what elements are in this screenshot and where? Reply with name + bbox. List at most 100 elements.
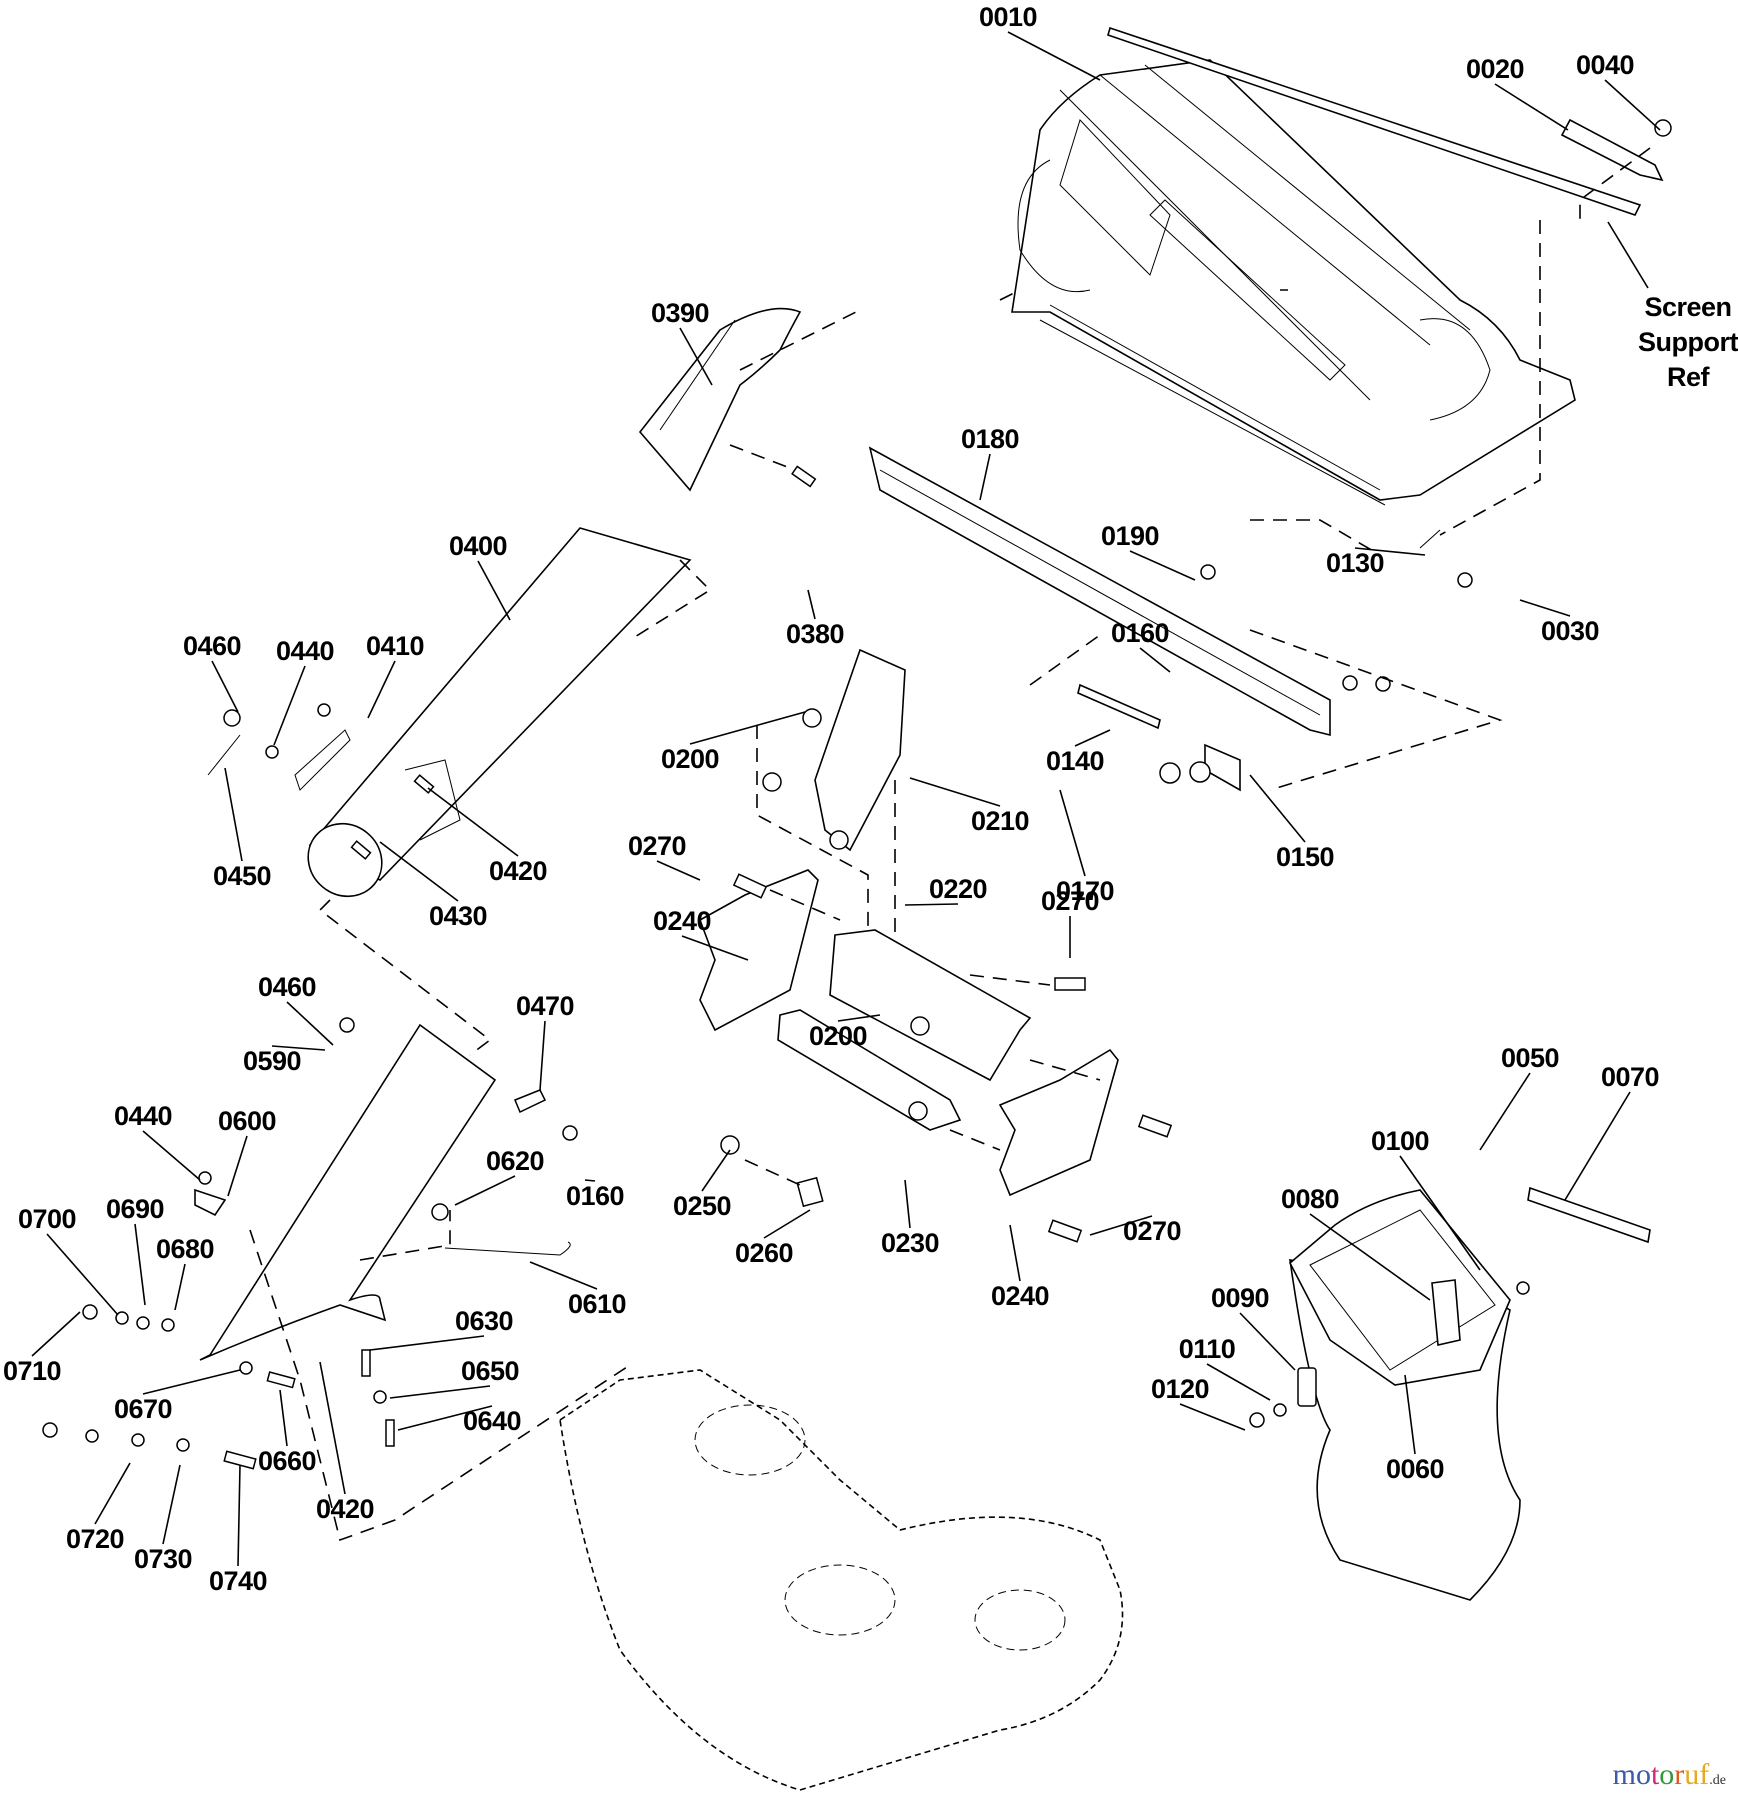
callout-0160: 0160 xyxy=(566,1179,625,1211)
part-number-label: 0090 xyxy=(1211,1283,1269,1313)
leader-line xyxy=(1249,774,1306,843)
bracket-0150 xyxy=(1204,743,1241,792)
callout-0470: 0470 xyxy=(516,991,575,1091)
callout-0050: 0050 xyxy=(1479,1043,1560,1151)
leader-line xyxy=(904,1179,911,1229)
part-number-label: 0170 xyxy=(1056,876,1114,906)
part-number-label: 0030 xyxy=(1541,616,1599,646)
side-plate-0240-right xyxy=(998,1048,1119,1197)
callout-0380: 0380 xyxy=(786,589,845,649)
nuts-0200 xyxy=(762,708,849,850)
callout-0460: 0460 xyxy=(183,631,242,713)
callout-0120: 0120 xyxy=(1151,1374,1246,1431)
part-number-label: 0400 xyxy=(449,531,507,561)
assembly-line xyxy=(744,889,1101,1186)
bolt-0030 xyxy=(1457,572,1473,588)
callout-0670: 0670 xyxy=(114,1369,241,1424)
callout-0240: 0240 xyxy=(653,906,749,961)
callout-0090: 0090 xyxy=(1211,1283,1296,1371)
part-number-label: 0270 xyxy=(1041,886,1099,916)
leader-line xyxy=(1007,31,1101,81)
leader-line xyxy=(273,665,306,746)
logo-letter: r xyxy=(1674,1758,1685,1791)
callout-0210: 0210 xyxy=(909,777,1030,836)
leader-line xyxy=(454,1175,516,1206)
part-number-label: 0180 xyxy=(961,424,1019,454)
leader-line xyxy=(162,1464,181,1545)
part-number-label: 0430 xyxy=(429,901,487,931)
leader-line xyxy=(379,841,459,902)
callout-0740: 0740 xyxy=(209,1464,268,1596)
logo-letter: o xyxy=(1659,1758,1675,1791)
part-number-label: 0440 xyxy=(114,1101,172,1131)
callout-0390: 0390 xyxy=(651,298,713,386)
washer-0620 xyxy=(431,1203,449,1221)
part-number-label: 0240 xyxy=(653,906,711,936)
part-number-label: 0410 xyxy=(366,631,424,661)
callout-0130: 0130 xyxy=(1326,547,1426,578)
latch-bracket-0020 xyxy=(1560,118,1664,182)
leader-line xyxy=(529,1261,598,1290)
part-number-label: 0460 xyxy=(258,972,316,1002)
part-number-label: 0260 xyxy=(735,1238,793,1268)
part-number-label: 0190 xyxy=(1101,521,1159,551)
part-number-label: 0110 xyxy=(1179,1334,1236,1364)
part-number-label: 0650 xyxy=(461,1356,519,1386)
callout-0060: 0060 xyxy=(1386,1374,1445,1484)
part-number-label: 0250 xyxy=(673,1191,731,1221)
leader-line xyxy=(1399,1155,1481,1271)
callout-0260: 0260 xyxy=(735,1209,811,1268)
assembly-line xyxy=(318,559,712,1056)
leader-line xyxy=(1604,79,1661,131)
rod-0070 xyxy=(1527,1186,1651,1244)
leader-line xyxy=(1129,550,1196,581)
logo-letter: m xyxy=(1612,1758,1636,1791)
callout-0270: 0270 xyxy=(628,831,701,881)
part-number-label: 0670 xyxy=(114,1394,172,1424)
clip-nut-0260 xyxy=(796,1176,824,1208)
leader-line xyxy=(397,1405,493,1431)
screw-0380 xyxy=(791,465,817,488)
callout-0160: 0160 xyxy=(1111,618,1171,673)
callout-0140: 0140 xyxy=(1046,729,1111,776)
leader-line xyxy=(1009,1224,1021,1282)
leader-line xyxy=(367,660,396,719)
leader-line xyxy=(1309,1213,1431,1301)
leader-line xyxy=(142,1369,241,1395)
callout-0590: 0590 xyxy=(243,1045,326,1076)
part-number-label: 0100 xyxy=(1371,1126,1429,1156)
logo-letter: f xyxy=(1699,1758,1710,1791)
nut-0460 xyxy=(339,1017,355,1033)
motoruf-logo: motoruf.de xyxy=(1613,1758,1726,1792)
nuts-0200-lower xyxy=(908,1016,930,1121)
leader-line xyxy=(701,1149,731,1192)
part-number-label: 0230 xyxy=(881,1228,939,1258)
part-number-label: 0160 xyxy=(1111,618,1169,648)
bolts-0270 xyxy=(732,873,1173,1243)
bolt-0160 xyxy=(562,1125,578,1141)
hardware-stack-left xyxy=(42,1304,395,1470)
callout-0690: 0690 xyxy=(106,1194,165,1306)
callout-0700: 0700 xyxy=(18,1204,119,1316)
callout-0170: 0170 xyxy=(1056,789,1115,906)
callout-0710: 0710 xyxy=(3,1311,81,1386)
leader-line xyxy=(31,1311,81,1357)
part-number-label: 0600 xyxy=(218,1106,276,1136)
bracket-0600 xyxy=(194,1188,227,1217)
part-number-label: 0420 xyxy=(489,856,547,886)
callout-0630: 0630 xyxy=(369,1306,514,1351)
part-number-label: 0050 xyxy=(1501,1043,1559,1073)
leader-line xyxy=(477,560,511,621)
note-line: Screen xyxy=(1644,292,1731,322)
callout-0650: 0650 xyxy=(389,1356,520,1399)
leader-line xyxy=(539,1020,546,1091)
callout-0190: 0190 xyxy=(1101,521,1196,581)
leader-line xyxy=(763,1209,811,1239)
clip-0130 xyxy=(1419,529,1441,549)
callout-0030: 0030 xyxy=(1519,599,1600,646)
leader-line xyxy=(904,903,959,906)
rear-mount-plate-0180 xyxy=(868,446,1331,737)
leader-line xyxy=(1179,1403,1246,1431)
callout-0200: 0200 xyxy=(661,711,806,774)
